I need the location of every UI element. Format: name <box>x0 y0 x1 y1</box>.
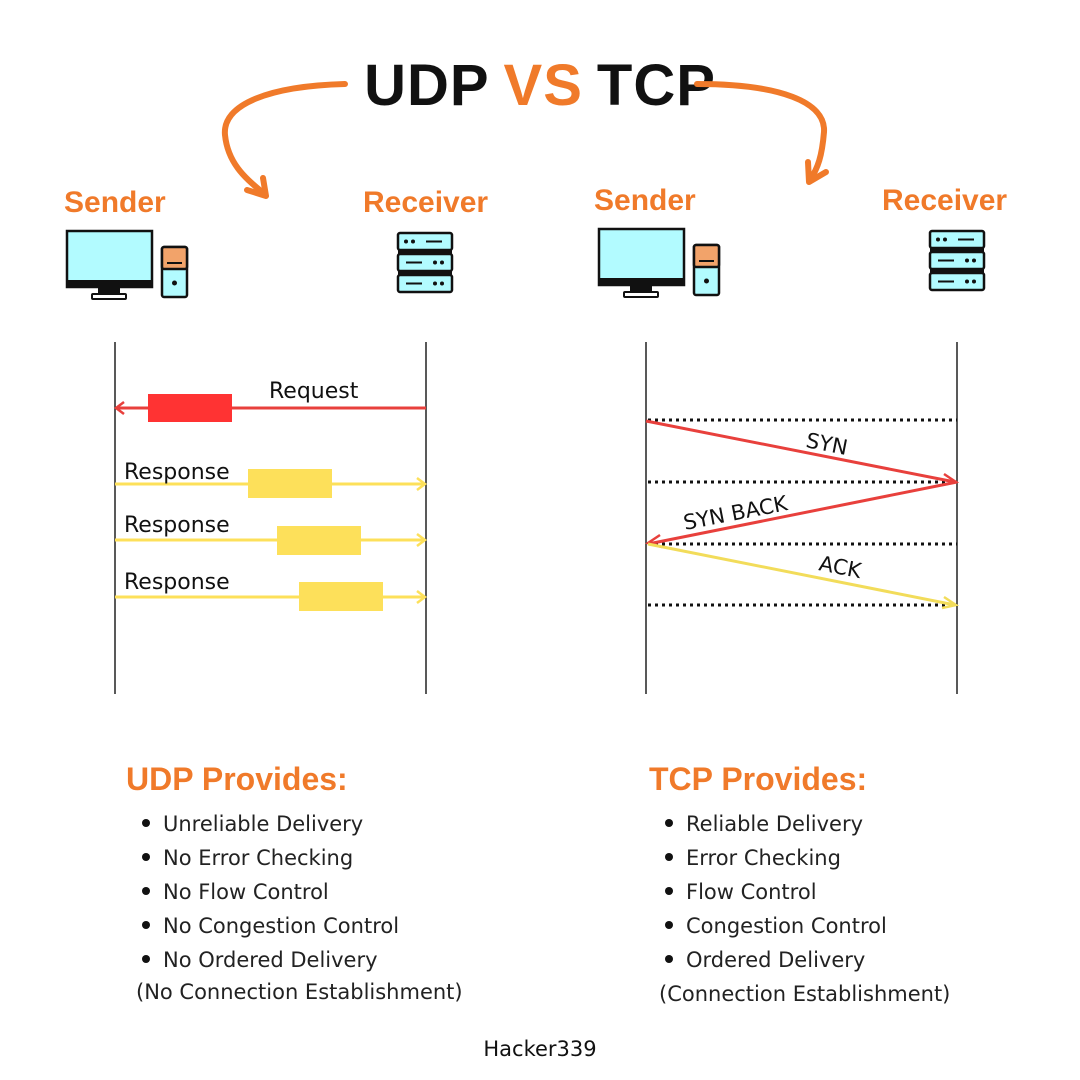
list-item-label: Congestion Control <box>686 914 887 938</box>
computer-icon <box>597 227 721 298</box>
udp-sender-label: Sender <box>64 186 166 219</box>
footer-credit: Hacker339 <box>483 1037 597 1061</box>
title-udp: UDP <box>364 53 490 118</box>
udp-receiver-label: Receiver <box>363 186 489 219</box>
udp-response-arrow <box>115 469 428 498</box>
bullet-icon <box>665 819 673 827</box>
udp-response-arrow <box>115 526 428 555</box>
udp-note: (No Connection Establishment) <box>136 980 463 1004</box>
list-item-label: Unreliable Delivery <box>163 812 364 836</box>
bullet-icon <box>142 853 150 861</box>
udp-provides-list: Unreliable Delivery No Error Checking No… <box>142 807 399 977</box>
list-item-label: No Congestion Control <box>163 914 400 938</box>
tcp-provides-list: Reliable Delivery Error Checking Flow Co… <box>665 807 887 977</box>
server-icon <box>396 231 454 294</box>
udp-request-arrow <box>113 394 426 422</box>
curved-arrow-icon <box>221 81 348 199</box>
list-item: Error Checking <box>665 841 887 875</box>
bullet-icon <box>142 955 150 963</box>
list-item-label: No Flow Control <box>163 880 329 904</box>
udp-response-arrow <box>115 582 428 611</box>
list-item: Flow Control <box>665 875 887 909</box>
list-item: No Error Checking <box>142 841 399 875</box>
tcp-syn-arrow <box>645 419 960 487</box>
curved-arrow-icon <box>694 81 829 185</box>
list-item-label: Flow Control <box>686 880 817 904</box>
udp-response-label: Response <box>124 513 230 538</box>
tcp-dotted-guides <box>648 418 957 607</box>
bullet-icon <box>665 955 673 963</box>
list-item: Unreliable Delivery <box>142 807 399 841</box>
list-item-label: Error Checking <box>686 846 841 870</box>
bullet-icon <box>142 921 150 929</box>
protocol-diagram: Request Response Response Response SYN S… <box>65 81 986 694</box>
bullet-icon <box>665 887 673 895</box>
bullet-icon <box>142 819 150 827</box>
bullet-icon <box>142 887 150 895</box>
list-item: Ordered Delivery <box>665 943 887 977</box>
title-vs: VS <box>503 53 583 118</box>
list-item-label: Ordered Delivery <box>686 948 866 972</box>
tcp-sender-label: Sender <box>594 184 696 217</box>
tcp-syn-back-label: SYN BACK <box>681 491 790 535</box>
list-item: No Congestion Control <box>142 909 399 943</box>
tcp-note: (Connection Establishment) <box>659 982 951 1006</box>
list-item-label: No Ordered Delivery <box>163 948 378 972</box>
list-item: Reliable Delivery <box>665 807 887 841</box>
udp-response-label: Response <box>124 570 230 595</box>
udp-request-label: Request <box>269 379 359 404</box>
list-item: Congestion Control <box>665 909 887 943</box>
list-item-label: Reliable Delivery <box>686 812 864 836</box>
udp-response-label: Response <box>124 460 230 485</box>
tcp-provides-title: TCP Provides: <box>649 761 868 797</box>
list-item: No Ordered Delivery <box>142 943 399 977</box>
udp-provides-title: UDP Provides: <box>126 761 348 797</box>
computer-icon <box>65 229 189 300</box>
bullet-icon <box>665 853 673 861</box>
list-item: No Flow Control <box>142 875 399 909</box>
server-icon <box>928 229 986 292</box>
tcp-receiver-label: Receiver <box>882 184 1008 217</box>
tcp-syn-label: SYN <box>804 428 850 460</box>
tcp-ack-arrow <box>647 542 960 610</box>
bullet-icon <box>665 921 673 929</box>
list-item-label: No Error Checking <box>163 846 354 870</box>
